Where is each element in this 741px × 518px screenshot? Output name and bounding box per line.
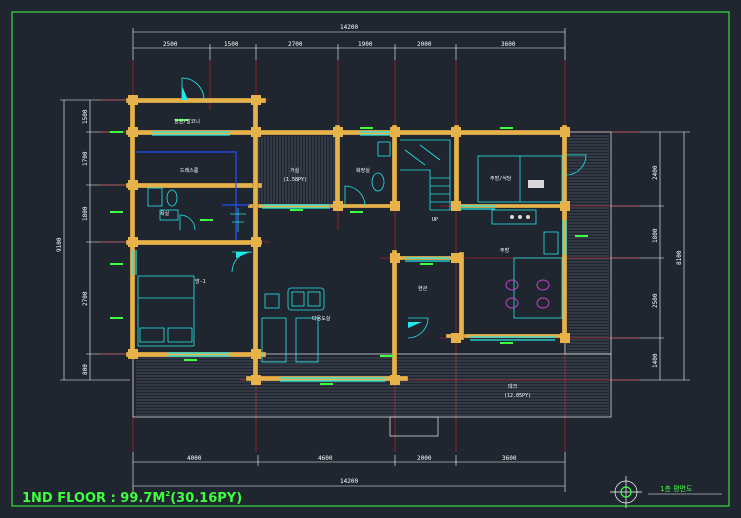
- room-label-kitchen: 주방: [500, 247, 510, 254]
- room-label-bath: 욕실: [160, 210, 170, 217]
- right-dim-1: 2400: [652, 165, 659, 180]
- room-label-deck: 데크: [508, 383, 518, 390]
- room-label-balcony: 침실/발코니: [174, 118, 200, 125]
- right-dim-4: 1400: [652, 353, 659, 368]
- wall-post: [251, 349, 261, 359]
- wall-post: [560, 333, 570, 343]
- top-dim-6: 3600: [501, 41, 516, 48]
- wall-post: [451, 201, 461, 211]
- room-label-entrance: 현관: [418, 285, 428, 292]
- top-dim-3: 2700: [288, 41, 303, 48]
- left-dim-3: 1800: [82, 206, 89, 221]
- wall-segment: [453, 124, 460, 211]
- wall-post: [560, 127, 570, 137]
- wall-segment: [391, 249, 398, 383]
- left-dim-4: 2700: [82, 291, 89, 306]
- wall-post: [333, 201, 343, 211]
- wall-post: [390, 253, 400, 263]
- top-dim-2: 1500: [224, 41, 239, 48]
- left-total-dim: 9100: [56, 237, 63, 252]
- left-dim-1: 1500: [82, 109, 89, 124]
- wall-post: [128, 237, 138, 247]
- posts: [128, 95, 570, 385]
- north-arrow-dot: [620, 486, 632, 498]
- top-total-dim: 14200: [340, 24, 358, 31]
- stair-up-label: UP: [432, 217, 438, 223]
- north-arrow-icon: [610, 476, 642, 508]
- wall-post: [560, 201, 570, 211]
- lamp-symbol: [230, 208, 246, 232]
- deck-area: [132, 131, 612, 437]
- wall-post: [333, 127, 343, 137]
- wall-segment: [125, 351, 267, 358]
- room-label-living: 거실: [290, 167, 300, 174]
- left-dim-2: 1700: [82, 151, 89, 166]
- bottom-dim-1: 4000: [187, 455, 202, 462]
- bottom-dim-2: 4600: [318, 455, 333, 462]
- windows: [132, 131, 567, 382]
- wall-segment: [125, 239, 263, 246]
- wall-post: [251, 95, 261, 105]
- right-total-dim: 8100: [676, 250, 683, 265]
- sheet-border: [11, 11, 730, 507]
- doors: [179, 77, 587, 339]
- wall-post: [451, 127, 461, 137]
- wall-post: [451, 253, 461, 263]
- top-dimensions: [132, 28, 566, 60]
- top-dim-4: 1900: [358, 41, 373, 48]
- wall-segment: [458, 251, 465, 341]
- left-dim-5: 800: [82, 364, 89, 375]
- wall-post: [128, 95, 138, 105]
- room-label-utility: 다용도실: [312, 315, 331, 322]
- window-tags: [110, 119, 588, 385]
- wall-post: [128, 349, 138, 359]
- bottom-total-dim: 14200: [340, 478, 358, 485]
- room-label-living-area: (1.58PY): [283, 177, 307, 183]
- wall-post: [390, 127, 400, 137]
- kitchen-appliances: [510, 180, 544, 219]
- room-label-dining: 주방/식당: [490, 175, 512, 182]
- bar-stools: [505, 279, 550, 309]
- door-swings-fill: [182, 86, 422, 328]
- wall-post: [390, 201, 400, 211]
- wall-post: [451, 333, 461, 343]
- right-dim-3: 2500: [652, 293, 659, 308]
- bottom-dim-3: 2000: [417, 455, 432, 462]
- wall-post: [251, 237, 261, 247]
- bottom-dimensions: [132, 452, 566, 492]
- wall-segment: [125, 97, 267, 104]
- wall-segment: [391, 124, 398, 211]
- plan-title: 1층 평면도: [660, 484, 693, 493]
- wall-post: [251, 127, 261, 137]
- wall-post: [251, 375, 261, 385]
- top-dim-1: 2500: [163, 41, 178, 48]
- room-label-bedroom: 방-1: [195, 278, 206, 285]
- room-label-toilet: 화장실: [356, 167, 370, 174]
- wall-post: [128, 127, 138, 137]
- left-dimensions: [60, 99, 130, 381]
- room-label-deck-area: (12.05PY): [504, 393, 531, 399]
- wall-segment: [125, 182, 263, 189]
- right-dim-2: 1800: [652, 228, 659, 243]
- room-label-dressroom: 드레스룸: [180, 167, 199, 174]
- dressroom-outline: [136, 151, 250, 240]
- wall-post: [128, 180, 138, 190]
- top-dim-5: 2000: [417, 41, 432, 48]
- wall-post: [390, 375, 400, 385]
- floor-area-title: 1ND FLOOR : 99.7M2(30.16PY): [22, 490, 242, 506]
- furniture: [137, 139, 563, 363]
- bottom-dim-4: 3600: [502, 455, 517, 462]
- wall-segment: [334, 124, 341, 211]
